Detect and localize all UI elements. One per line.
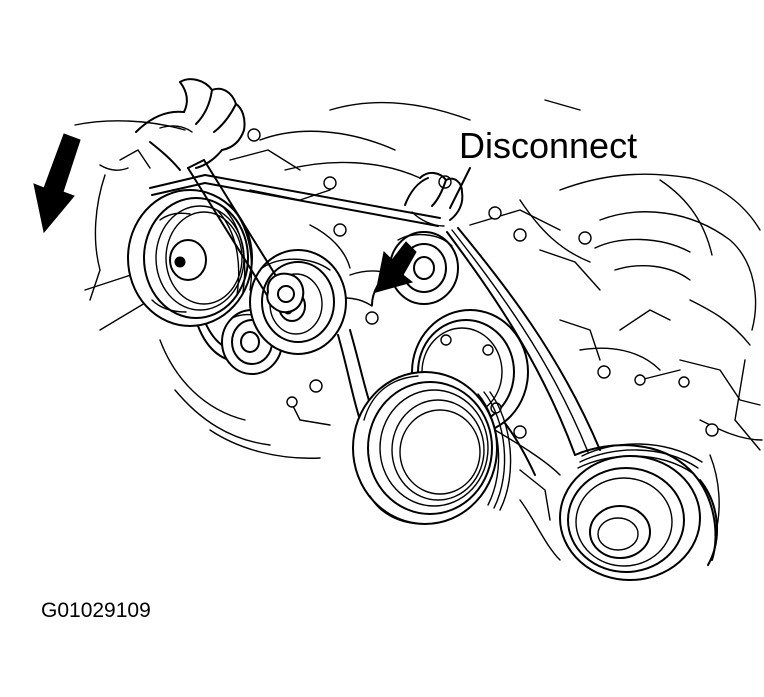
engine-housing-outline xyxy=(74,99,763,561)
callout-leader-line xyxy=(449,167,471,209)
arrow-down-left-icon xyxy=(33,133,81,234)
figure-id: G01029109 xyxy=(41,599,151,622)
tensioner-arrow-icon xyxy=(375,241,417,293)
upper-left-pulley xyxy=(127,189,253,327)
bottom-right-pulley xyxy=(559,443,718,581)
wrench-tool xyxy=(187,159,305,314)
crankshaft-pulley xyxy=(352,371,512,525)
technician-hand xyxy=(135,78,246,171)
mounting-bolts xyxy=(242,128,719,439)
callout-label: Disconnect xyxy=(459,125,638,166)
release-hand xyxy=(404,172,464,227)
